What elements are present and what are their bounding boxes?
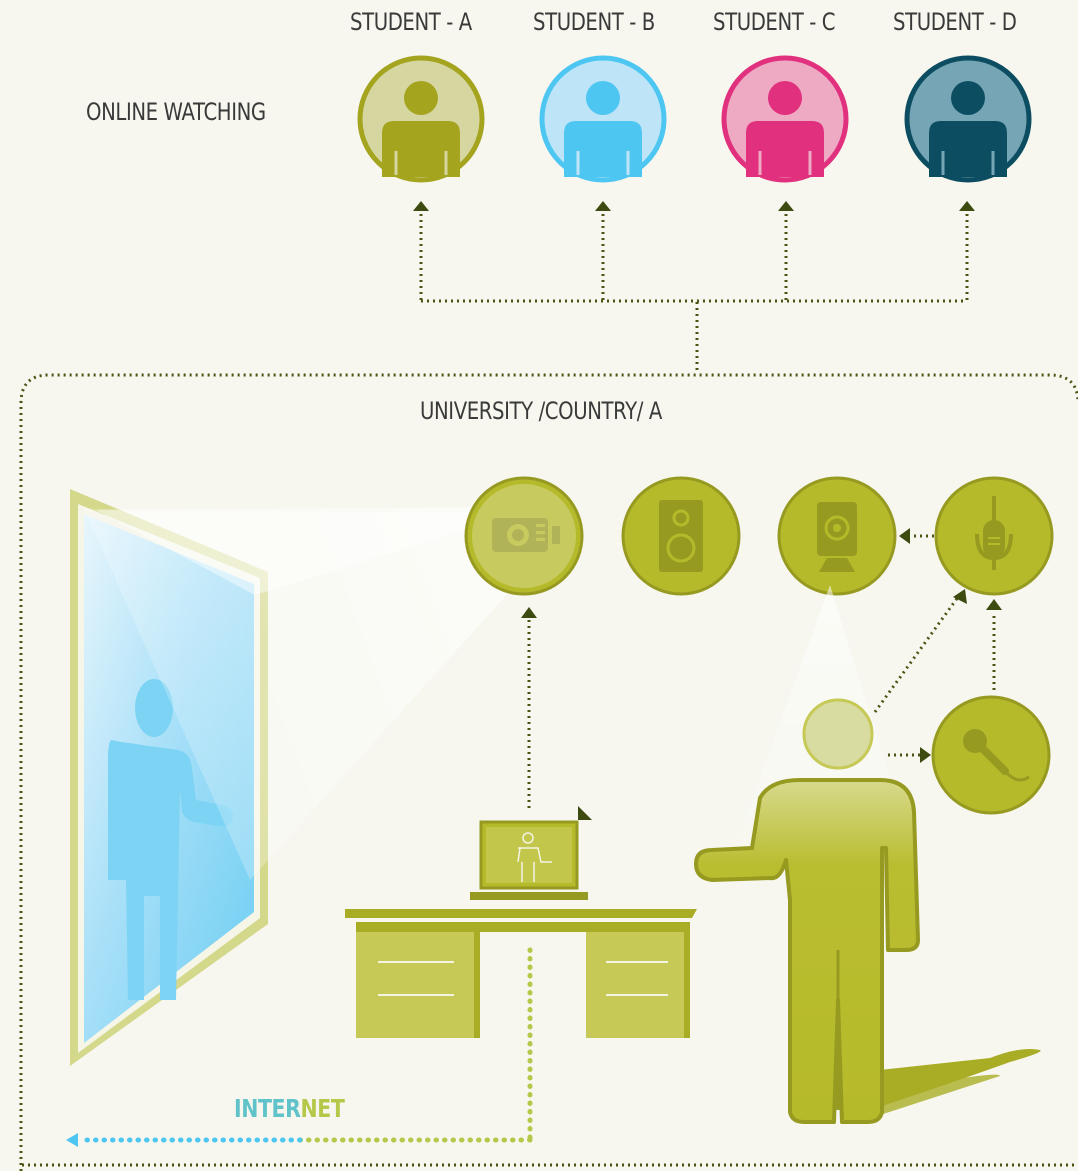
- connector-arrow-heads: [521, 528, 1002, 820]
- internet-connection: [77, 947, 533, 1143]
- projected-teacher-figure: [108, 679, 234, 1000]
- speaker-device: [621, 476, 741, 596]
- student-c-avatar: [721, 55, 849, 183]
- handheld-mic-icon: [963, 729, 1030, 782]
- speaker-icon: [659, 500, 703, 572]
- student-b-avatar: [539, 55, 667, 183]
- ceiling-mic-icon: [975, 496, 1013, 570]
- person-icon: [382, 81, 460, 177]
- student-a-avatar: [357, 55, 485, 183]
- camera-icon: [817, 502, 857, 572]
- handheld-mic-device: [931, 695, 1051, 815]
- projector-beam: [84, 507, 538, 880]
- laptop-teacher-icon: [517, 832, 552, 882]
- teacher-figure: [694, 698, 920, 1124]
- student-d-label: STUDENT - D: [893, 8, 1017, 36]
- person-icon: [929, 81, 1007, 177]
- projector-device: [464, 476, 584, 596]
- laptop: [470, 820, 588, 900]
- student-c-label: STUDENT - C: [713, 8, 836, 36]
- university-label: UNIVERSITY /COUNTRY/ A: [420, 397, 662, 425]
- internet-arrow-head: [66, 1133, 78, 1147]
- person-icon: [564, 81, 642, 177]
- arrow-heads-up: [413, 201, 975, 211]
- device-connectors: [527, 534, 996, 808]
- internet-label-part-green: INTER: [234, 1094, 301, 1123]
- internet-label-part-olive: NET: [300, 1094, 345, 1123]
- ceiling-mic-device: [934, 476, 1054, 596]
- camera-device: [777, 476, 897, 596]
- teacher-shadow: [840, 1049, 1041, 1120]
- university-boundary: [19, 373, 1078, 1171]
- student-a-label: STUDENT - A: [350, 8, 472, 36]
- student-d-avatar: [904, 55, 1032, 183]
- student-b-label: STUDENT - B: [533, 8, 655, 36]
- person-icon: [746, 81, 824, 177]
- desk: [345, 909, 697, 1038]
- online-watching-label: ONLINE WATCHING: [86, 98, 266, 126]
- internet-label: INTERNET: [234, 1094, 345, 1123]
- stream-connectors: [419, 214, 969, 373]
- projector-icon: [492, 518, 560, 552]
